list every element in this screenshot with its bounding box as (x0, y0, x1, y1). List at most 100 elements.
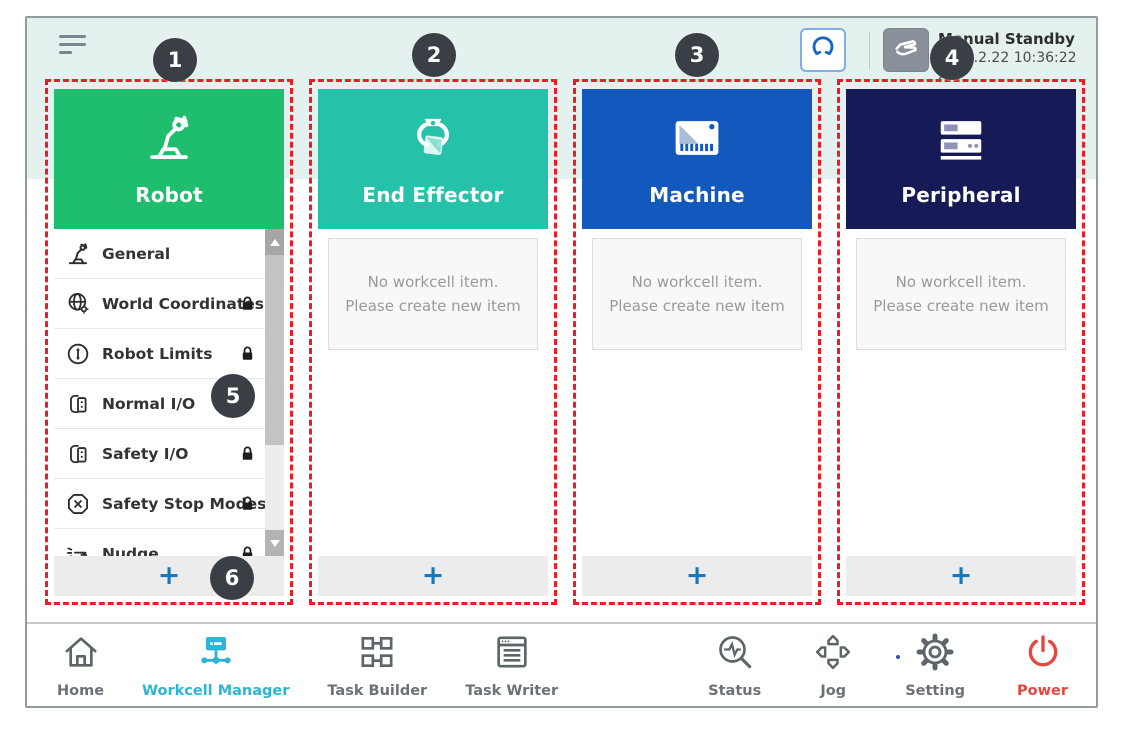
column-machine-highlight: Machine No workcell item. Please create … (573, 79, 821, 605)
column-title: Robot (135, 183, 203, 207)
nav-separator-dot (896, 655, 900, 659)
lock-icon (237, 543, 258, 556)
nav-item-task-writer[interactable]: Task Writer (465, 632, 558, 699)
nav-label: Setting (905, 682, 966, 699)
column-header-end-effector[interactable]: End Effector (318, 89, 548, 229)
annotation-badge-6: 6 (210, 556, 254, 600)
lock-icon (237, 443, 258, 468)
status-monitor-icon (715, 632, 755, 676)
empty-state-machine: No workcell item. Please create new item (592, 238, 802, 350)
robot-arm-icon (142, 111, 196, 169)
list-item-label: Safety I/O (102, 444, 189, 463)
empty-state-end-effector: No workcell item. Please create new item (328, 238, 538, 350)
robot-limits-icon (63, 339, 93, 369)
menu-hamburger-icon[interactable] (59, 35, 87, 57)
empty-line-2: Please create new item (873, 297, 1049, 315)
list-scrollbar[interactable] (265, 229, 284, 556)
gripper-tool-icon (406, 111, 460, 169)
add-end-effector-item-button[interactable]: + (318, 556, 548, 596)
column-robot-highlight: Robot General (45, 79, 293, 605)
jog-dpad-icon (813, 632, 853, 676)
list-item-label: Safety Stop Modes (102, 494, 267, 513)
io-port-icon (63, 439, 93, 469)
machine-icon (670, 111, 724, 169)
nav-item-status[interactable]: Status (708, 632, 761, 699)
add-peripheral-item-button[interactable]: + (846, 556, 1076, 596)
add-machine-item-button[interactable]: + (582, 556, 812, 596)
list-item-safety-io[interactable]: Safety I/O (54, 429, 265, 479)
column-header-peripheral[interactable]: Peripheral (846, 89, 1076, 229)
scroll-up-button[interactable] (265, 229, 284, 255)
column-header-machine[interactable]: Machine (582, 89, 812, 229)
list-item-label: General (102, 244, 171, 263)
empty-state-peripheral: No workcell item. Please create new item (856, 238, 1066, 350)
nav-item-task-builder[interactable]: Task Builder (327, 632, 427, 699)
empty-line-1: No workcell item. (895, 273, 1027, 291)
io-port-icon (63, 389, 93, 419)
list-item-label: Normal I/O (102, 394, 196, 413)
nav-item-jog[interactable]: Jog (813, 632, 853, 699)
home-icon (61, 632, 101, 676)
plus-icon: + (157, 559, 181, 591)
scroll-down-button[interactable] (265, 530, 284, 556)
empty-line-2: Please create new item (609, 297, 785, 315)
nav-label: Power (1017, 682, 1068, 699)
nav-label: Status (708, 682, 762, 699)
top-divider (869, 32, 870, 69)
task-writer-icon (492, 632, 532, 676)
list-item-world-coordinates[interactable]: World Coordinates (54, 279, 265, 329)
list-item-label: Robot Limits (102, 344, 213, 363)
column-peripheral-highlight: Peripheral No workcell item. Please crea… (837, 79, 1085, 605)
peripheral-server-icon (934, 111, 988, 169)
workcell-columns: Robot General (45, 79, 1085, 605)
column-end-effector-highlight: End Effector No workcell item. Please cr… (309, 79, 557, 605)
annotation-badge-3: 3 (675, 33, 719, 77)
nudge-hand-icon (63, 539, 93, 556)
list-item-label: Nudge (102, 544, 159, 557)
column-title: Machine (649, 183, 745, 207)
column-header-robot[interactable]: Robot (54, 89, 284, 229)
lock-icon (237, 293, 258, 318)
bottom-navigation: Home (27, 622, 1096, 706)
manual-mode-button[interactable] (883, 28, 929, 72)
task-builder-icon (357, 632, 397, 676)
power-icon (1023, 632, 1063, 676)
nav-item-setting[interactable]: Setting (905, 632, 965, 699)
list-item-label: World Coordinates (102, 294, 265, 313)
world-coordinates-icon (63, 289, 93, 319)
annotation-badge-5: 5 (211, 374, 255, 418)
empty-line-2: Please create new item (345, 297, 521, 315)
scrollbar-thumb[interactable] (265, 255, 284, 445)
safety-stop-icon (63, 489, 93, 519)
gripper-mode-button[interactable] (800, 28, 846, 72)
column-title: Peripheral (901, 183, 1021, 207)
gripper-icon (808, 33, 838, 67)
plus-icon: + (421, 559, 445, 591)
nav-item-workcell-manager[interactable]: Workcell Manager (142, 632, 289, 699)
list-item-safety-stop-modes[interactable]: Safety Stop Modes (54, 479, 267, 529)
annotation-badge-1: 1 (153, 38, 197, 82)
nav-label: Workcell Manager (142, 682, 290, 699)
lock-icon (237, 493, 258, 518)
hand-icon (891, 33, 921, 67)
annotation-badge-2: 2 (412, 33, 456, 77)
nav-item-power[interactable]: Power (1017, 632, 1068, 699)
empty-line-1: No workcell item. (367, 273, 499, 291)
list-item-robot-limits[interactable]: Robot Limits (54, 329, 265, 379)
plus-icon: + (685, 559, 709, 591)
annotation-badge-4: 4 (930, 36, 974, 80)
nav-label: Task Writer (465, 682, 559, 699)
workcell-manager-icon (196, 632, 236, 676)
robot-arm-icon (63, 239, 93, 269)
nav-label: Home (57, 682, 105, 699)
empty-line-1: No workcell item. (631, 273, 763, 291)
plus-icon: + (949, 559, 973, 591)
lock-icon (237, 343, 258, 368)
list-item-general[interactable]: General (54, 229, 265, 279)
list-item-nudge[interactable]: Nudge (54, 529, 265, 556)
status-mode-text: Manual Standby (938, 30, 1075, 48)
app-window: Manual Standby 2022.2.22 10:36:22 AM Rob… (25, 16, 1098, 708)
nav-item-home[interactable]: Home (57, 632, 104, 699)
nav-label: Jog (820, 682, 847, 699)
